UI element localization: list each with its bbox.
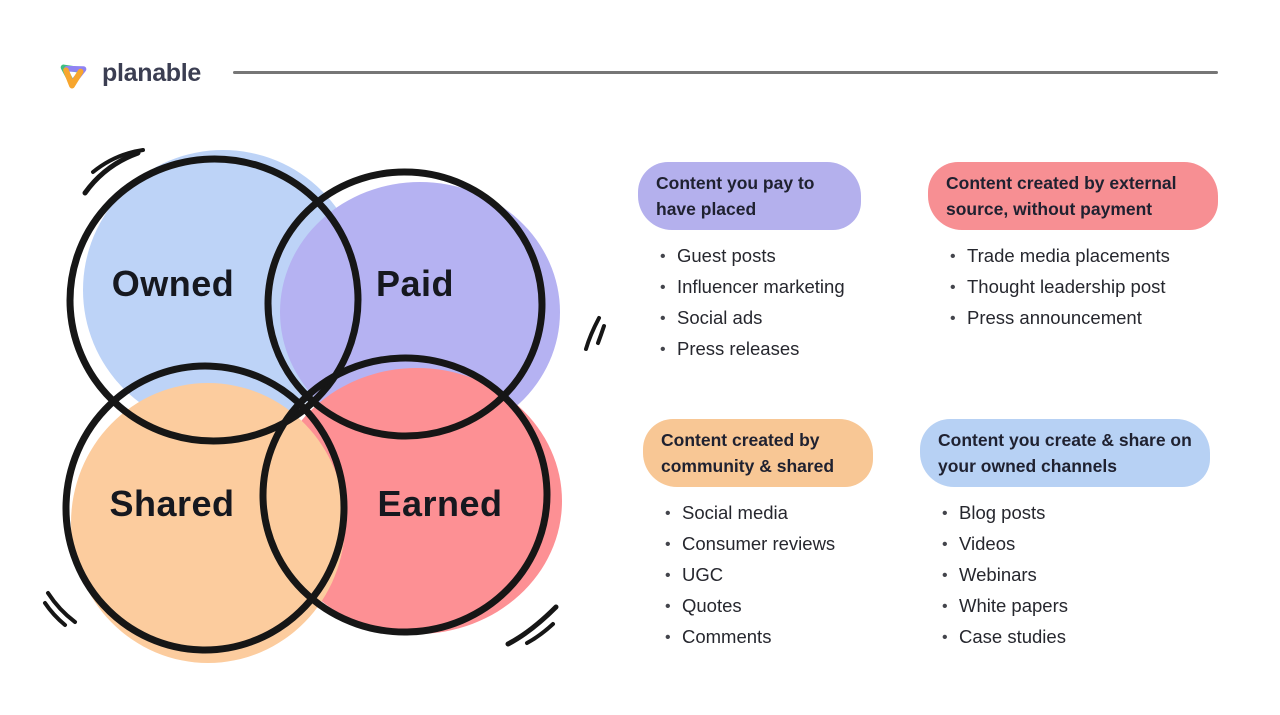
sketch-dashes-right [584,316,606,351]
shared-circle-label: Shared [109,483,234,524]
brand: planable [52,52,201,94]
earned-circle-outline [259,354,551,636]
card-title: Content created by community & shared [661,430,835,476]
list-item: Social media [665,502,883,525]
list-item: Blog posts [942,502,1225,525]
card-title-pill: Content created by community & shared [643,419,873,487]
card-title: Content created by external source, with… [946,173,1177,219]
card-earned-media: Content created by external source, with… [928,162,1228,338]
card-paid-media: Content you pay to have placed Guest pos… [638,162,878,369]
card-item-list: Guest postsInfluencer marketingSocial ad… [638,245,878,361]
list-item: Trade media placements [950,245,1228,268]
owned-circle-label: Owned [112,263,235,304]
list-item: Press releases [660,338,878,361]
list-item: Comments [665,626,883,649]
card-title: Content you create & share on your owned… [938,430,1192,476]
list-item: Webinars [942,564,1225,587]
sketch-dashes-bottom-left [43,591,77,627]
list-item: Social ads [660,307,878,330]
list-item: Guest posts [660,245,878,268]
card-item-list: Blog postsVideosWebinarsWhite papersCase… [920,502,1225,649]
list-item: Case studies [942,626,1225,649]
list-item: Quotes [665,595,883,618]
sketch-dashes-top-left [82,148,145,196]
owned-circle-outline [66,155,362,445]
list-item: UGC [665,564,883,587]
card-title-pill: Content created by external source, with… [928,162,1218,230]
earned-circle-label: Earned [377,483,502,524]
card-title-pill: Content you create & share on your owned… [920,419,1210,487]
paid-circle-label: Paid [376,263,454,304]
sketch-dashes-bottom-right [505,604,559,647]
list-item: Videos [942,533,1225,556]
card-title-pill: Content you pay to have placed [638,162,861,230]
card-item-list: Social mediaConsumer reviewsUGC QuotesCom… [643,502,883,649]
card-shared-media: Content created by community & shared So… [643,419,883,657]
list-item: Press announcement [950,307,1228,330]
paid-circle-outline [264,168,546,440]
card-title: Content you pay to have placed [656,173,815,219]
earned-circle-fill [272,368,562,634]
list-item: Consumer reviews [665,533,883,556]
shared-circle-fill [71,383,345,663]
logo-chevron-orange [63,67,84,89]
card-owned-media: Content you create & share on your owned… [920,419,1225,657]
peso-venn-diagram: Owned Paid Shared Earned [40,135,620,680]
list-item: Thought leadership post [950,276,1228,299]
planable-logo-icon [60,64,87,89]
brand-name: planable [102,58,202,87]
header-divider [233,71,1218,74]
list-item: Influencer marketing [660,276,878,299]
shared-circle-outline [62,362,348,654]
list-item: White papers [942,595,1225,618]
card-item-list: Trade media placementsThought leadership… [928,245,1228,330]
